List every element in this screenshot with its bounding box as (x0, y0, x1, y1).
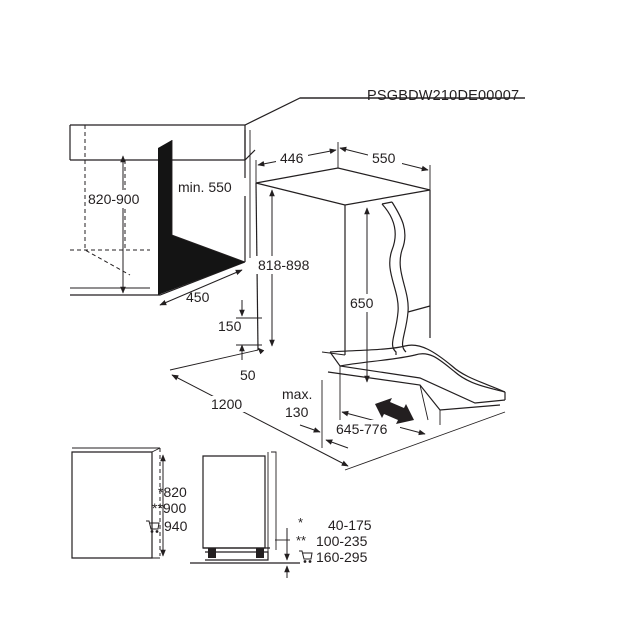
dim-cabinet-height: 820-900 (86, 155, 158, 294)
dim-max-130: max. 130 (282, 380, 349, 449)
legend-height-2: **900 (152, 500, 186, 516)
dim-door-travel: 645-776 (334, 380, 426, 438)
label-door-travel: 645-776 (336, 421, 388, 437)
legend-gap-3: 160-295 (316, 549, 368, 565)
label-max-value: 130 (285, 404, 309, 420)
dim-door-height: 650 (348, 207, 380, 383)
detail-side-view: *820 **900 940 (71, 447, 188, 559)
legend-gap-2: 100-235 (316, 533, 368, 549)
niche (158, 130, 251, 295)
label-floor-depth: 1200 (211, 396, 242, 412)
label-appliance-height: 818-898 (258, 257, 310, 273)
dim-plinth: 150 50 (218, 300, 265, 383)
door-panel-open (327, 344, 506, 425)
legend-height-3: 940 (164, 518, 188, 534)
legend-height-1: *820 (158, 484, 187, 500)
label-door-height: 650 (350, 295, 374, 311)
label-niche-min-depth: min. 550 (178, 179, 232, 195)
dim-niche-min-depth: min. 550 (176, 178, 246, 196)
legend-gaps: * 40-175 ** 100-235 160-295 (296, 515, 372, 565)
dim-niche-depth: 450 (159, 269, 243, 306)
cart-icon (146, 520, 160, 533)
cart-icon (299, 550, 313, 563)
label-max: max. (282, 386, 312, 402)
dim-appliance-depth: 550 (339, 146, 429, 172)
drawing-code: PSGBDW210DE00007 (367, 88, 519, 104)
label-cabinet-height: 820-900 (88, 191, 140, 207)
label-appliance-width: 446 (280, 150, 304, 166)
dim-appliance-width: 446 (255, 142, 431, 190)
label-plinth-gap: 50 (240, 367, 256, 383)
dim-floor-depth: 1200 (169, 349, 506, 471)
legend-gap-marker-1: * (298, 515, 303, 530)
legend-gap-1: 40-175 (328, 517, 372, 533)
legend-gap-marker-2: ** (296, 533, 306, 548)
label-niche-depth: 450 (186, 289, 210, 305)
detail-plinth-view (190, 451, 300, 578)
label-plinth-height: 150 (218, 318, 242, 334)
label-appliance-depth: 550 (372, 150, 396, 166)
appliance-door (381, 201, 431, 355)
slide-arrow (375, 398, 414, 424)
dim-appliance-height: 818-898 (256, 189, 322, 347)
